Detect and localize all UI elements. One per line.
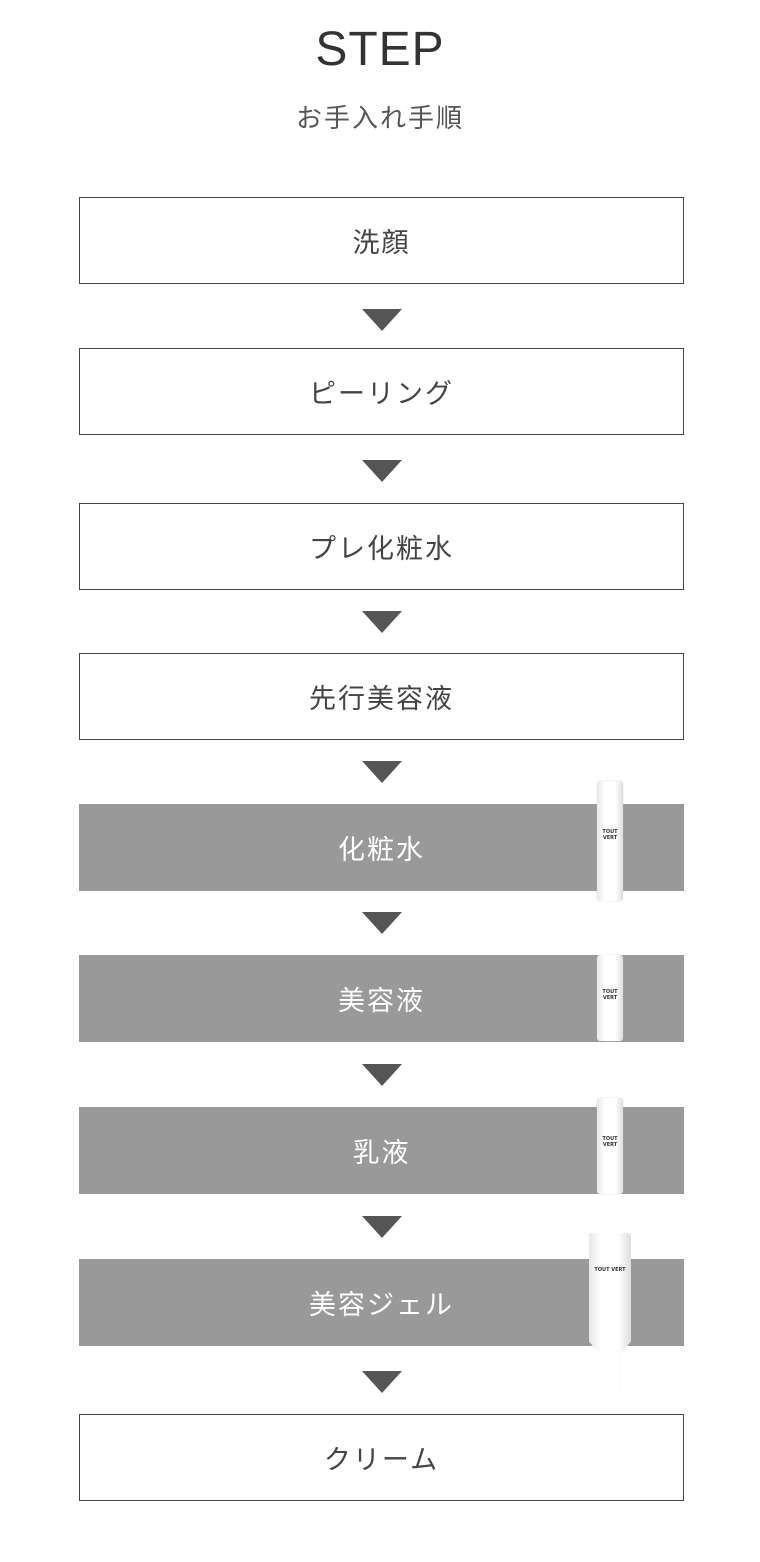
arrow-down-icon <box>362 1216 402 1238</box>
step-label: 美容ジェル <box>309 1290 454 1321</box>
arrow-down-icon <box>362 309 402 331</box>
step-label: 化粧水 <box>338 835 425 866</box>
step-label: 先行美容液 <box>309 684 454 715</box>
step-label: ピーリング <box>309 379 454 410</box>
gel-tube-image: TOUT VERT <box>589 1233 631 1388</box>
step-label: 洗顔 <box>352 228 411 259</box>
arrow-down-icon <box>362 1064 402 1086</box>
serum-bottle-image: TOUT VERT <box>597 955 623 1041</box>
step-peeling: ピーリング <box>79 348 684 435</box>
arrow-down-icon <box>362 460 402 482</box>
lotion-bottle-image: TOUT VERT <box>597 781 623 901</box>
step-gel: 美容ジェル <box>79 1259 684 1346</box>
arrow-down-icon <box>362 611 402 633</box>
step-serum: 美容液 <box>79 955 684 1042</box>
page-title: STEP <box>315 23 445 76</box>
arrow-down-icon <box>362 912 402 934</box>
step-label: 乳液 <box>352 1138 411 1169</box>
arrow-down-icon <box>362 1371 402 1393</box>
step-lotion: 化粧水 <box>79 804 684 891</box>
emulsion-bottle-image: TOUT VERT <box>597 1098 623 1194</box>
step-label: プレ化粧水 <box>309 534 454 565</box>
step-pre-lotion: プレ化粧水 <box>79 503 684 590</box>
step-label: クリーム <box>323 1445 440 1476</box>
step-label: 美容液 <box>338 986 425 1017</box>
page-subtitle: お手入れ手順 <box>295 104 464 134</box>
arrow-down-icon <box>362 761 402 783</box>
step-booster-serum: 先行美容液 <box>79 653 684 740</box>
step-cream: クリーム <box>79 1414 684 1501</box>
step-face-wash: 洗顔 <box>79 197 684 284</box>
step-emulsion: 乳液 <box>79 1107 684 1194</box>
